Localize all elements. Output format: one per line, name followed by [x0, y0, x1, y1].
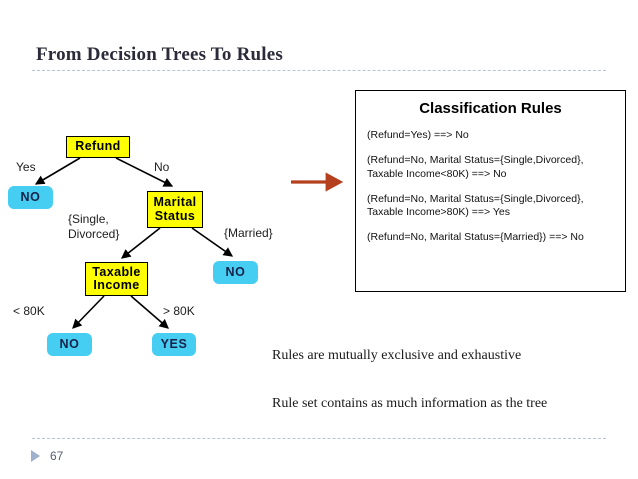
footer-divider	[32, 438, 606, 439]
tree-leaf-income-lt80k[interactable]: NO	[47, 333, 92, 356]
tree-node-taxable-income-label: Taxable Income	[92, 264, 141, 292]
edge-label-refund-yes: Yes	[16, 160, 36, 174]
statement-line-1: Rules are mutually exclusive and exhaust…	[272, 348, 522, 363]
statement-line-2: Rule set contains as much information as…	[272, 396, 548, 411]
page-title: From Decision Trees To Rules	[36, 44, 283, 65]
tree-leaf-income-gt80k[interactable]: YES	[152, 333, 196, 356]
edge-label-single-divorced: {Single, Divorced}	[68, 212, 120, 241]
rule-item: (Refund=No, Marital Status={Single,Divor…	[367, 192, 584, 219]
title-divider	[32, 70, 606, 71]
tree-leaf-married[interactable]: NO	[213, 261, 258, 284]
rule-item: (Refund=No, Marital Status={Married}) ==…	[367, 231, 584, 244]
transform-arrow-icon	[291, 172, 344, 192]
edge-label-refund-no: No	[154, 160, 170, 174]
slide-number: 67	[50, 449, 64, 463]
tree-node-taxable-income[interactable]: Taxable Income	[85, 262, 148, 296]
tree-node-refund[interactable]: Refund	[66, 136, 130, 158]
edge-label-income-lt80k: < 80K	[13, 304, 45, 318]
footer-triangle-icon	[31, 450, 40, 462]
classification-rules-list: (Refund=Yes) ==> No (Refund=No, Marital …	[367, 129, 617, 256]
classification-rules-title: Classification Rules	[419, 100, 562, 117]
tree-node-marital-status-label: Marital Status	[153, 195, 197, 223]
rule-item: (Refund=No, Marital Status={Single,Divor…	[367, 153, 584, 180]
tree-leaf-refund-yes[interactable]: NO	[8, 186, 53, 209]
edge-label-income-gt80k: > 80K	[163, 304, 195, 318]
decision-tree: Refund Marital Status Taxable Income NO …	[0, 80, 300, 380]
tree-node-marital-status[interactable]: Marital Status	[147, 191, 203, 228]
classification-rules-panel: Classification Rules (Refund=Yes) ==> No…	[355, 90, 626, 292]
edge-label-married: {Married}	[224, 226, 273, 240]
rule-item: (Refund=Yes) ==> No	[367, 129, 469, 141]
tree-edges	[34, 157, 234, 329]
